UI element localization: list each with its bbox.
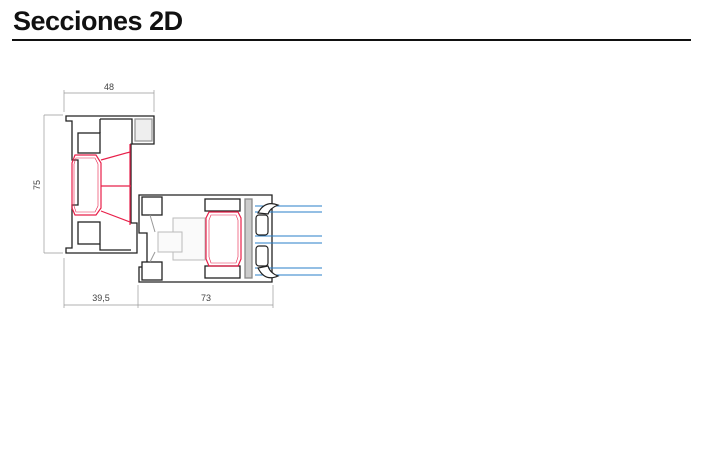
sash-profile (138, 194, 273, 283)
frame-profile (65, 115, 155, 254)
page-title: Secciones 2D (13, 6, 183, 36)
title-underline (12, 39, 691, 41)
dim-bottom-right: 73 (201, 293, 211, 303)
dim-top-width: 48 (104, 82, 114, 92)
frame-thermal-break (71, 144, 131, 225)
dim-height: 75 (32, 180, 42, 190)
sash-thermal-break (205, 211, 242, 267)
gasket-insert (149, 214, 206, 263)
dimension-lines (43, 90, 274, 308)
dim-bottom-left: 39,5 (92, 293, 110, 303)
glazing (255, 205, 322, 276)
glazing-beads (255, 203, 280, 279)
